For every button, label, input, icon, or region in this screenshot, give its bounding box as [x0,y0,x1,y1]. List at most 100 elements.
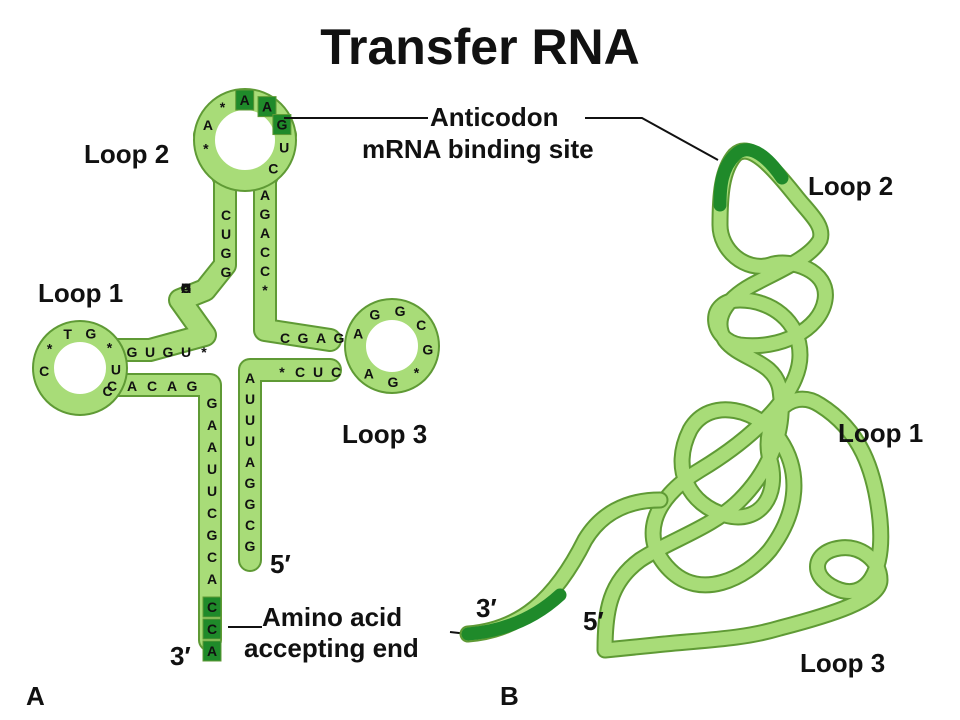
loop2-base: C [268,160,278,176]
loop2-stem-right-base: A [260,187,270,203]
acceptor-left-base: A [207,571,217,587]
svg-text:C: C [107,378,117,394]
svg-text:A: A [207,571,217,587]
trna-3d-three-prime-end [461,588,567,641]
svg-text:T: T [63,326,72,342]
svg-text:A: A [207,643,217,659]
svg-text:A: A [240,92,250,108]
loop3-base: G [422,342,433,358]
svg-text:A: A [353,326,363,342]
loop2-base: * [220,99,226,115]
acceptor-right-base: A [245,370,255,386]
loop1-base: * [47,341,53,357]
backbone-fill [90,375,220,650]
loop1-label-b: Loop 1 [838,418,923,448]
loop3-base: C [416,317,426,333]
left-arm-top-base: G [163,344,174,360]
trna-3d-anticodon [713,143,789,212]
left-arm-top-base: * [201,344,207,360]
acceptor-right-base: U [245,433,255,449]
svg-text:U: U [221,226,231,242]
acceptor-right-base: G [245,496,256,512]
backbone-fill [90,125,235,360]
svg-text:G: G [85,326,96,342]
loop2-base: A [235,89,255,111]
svg-text:C: C [207,599,217,615]
svg-text:G: G [387,374,398,390]
svg-text:A: A [260,225,270,241]
right-arm-bottom-base: C [295,364,305,380]
acceptor-right-base: G [245,475,256,491]
svg-text:U: U [111,362,121,378]
acceptor-left-base: C [207,549,217,565]
svg-text:A: A [207,439,217,455]
left-arm-bottom-base: C [107,378,117,394]
svg-text:G: G [260,206,271,222]
loop2-stem-right-base: A [260,225,270,241]
loop3-base: G [369,306,380,322]
svg-text:*: * [183,280,189,296]
svg-text:C: C [295,364,305,380]
panel-b-label: B [500,681,519,711]
left-arm-bottom-base: G [187,378,198,394]
svg-text:C: C [268,160,278,176]
svg-text:G: G [245,496,256,512]
amino-acid-label-line1: Amino acid [262,602,402,632]
loop2-label-a: Loop 2 [84,139,169,169]
svg-text:U: U [207,461,217,477]
svg-text:C: C [207,505,217,521]
acceptor-left-base: G [207,395,218,411]
svg-text:G: G [369,306,380,322]
svg-text:C: C [207,549,217,565]
svg-text:G: G [207,395,218,411]
svg-text:*: * [414,364,420,380]
svg-text:U: U [279,140,289,156]
svg-text:C: C [181,280,191,296]
svg-text:C: C [39,363,49,379]
junction-base: * [183,280,189,296]
trna-3d-strand [598,144,888,657]
loop2-stem-right-base: C [260,263,270,279]
svg-text:*: * [262,282,268,298]
acceptor-left-base: C [207,505,217,521]
five-prime-label-a: 5′ [270,549,291,579]
loop2-stem-right-base: * [262,282,268,298]
svg-text:U: U [245,433,255,449]
svg-text:C: C [147,378,157,394]
acceptor-right-base: U [245,412,255,428]
svg-text:A: A [203,117,213,133]
loop2-stem-left-base: C [221,207,231,223]
loop2-base: U [279,140,289,156]
svg-text:C: C [260,244,270,260]
svg-text:A: A [260,187,270,203]
svg-text:G: G [221,264,232,280]
loop2-base: G [272,114,292,136]
right-arm-top-base: G [298,330,309,346]
acceptor-left-base: U [207,461,217,477]
backbone-outline [88,373,222,652]
left-arm-bottom-base: A [127,378,137,394]
loop2-stem-right-base: G [260,206,271,222]
svg-text:G: G [221,245,232,261]
svg-text:G: G [298,330,309,346]
acceptor-right-base: U [245,391,255,407]
backbone-outline [238,358,342,572]
loop1-base: C [103,383,113,399]
cca-base: C [202,618,222,640]
svg-text:A: A [316,330,326,346]
svg-text:*: * [47,341,53,357]
loop3-label-b: Loop 3 [800,648,885,678]
acceptor-left-base: A [207,417,217,433]
left-arm-bottom-base: C [147,378,157,394]
backbone-fill [240,360,340,570]
loop1-label-a: Loop 1 [38,278,123,308]
loop3-base: * [414,364,420,380]
svg-text:G: G [245,538,256,554]
cca-base: A [202,640,222,662]
svg-text:G: G [395,303,406,319]
svg-text:G: G [163,344,174,360]
loop3-base: A [353,326,363,342]
svg-text:A: A [167,378,177,394]
